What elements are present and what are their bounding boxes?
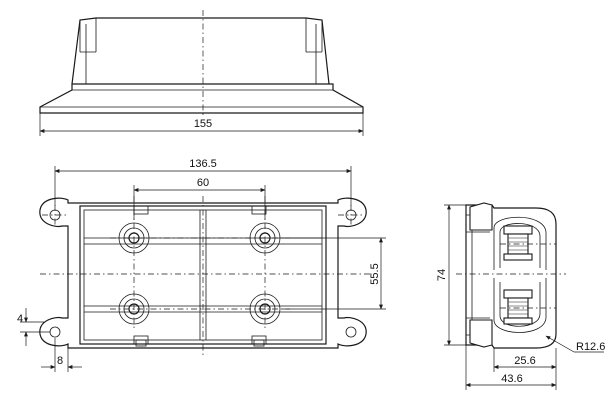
dim-side-depth-inner: 25.6 <box>514 355 535 367</box>
screw-lower <box>503 289 533 325</box>
dim-mount-hole-offset-v: 4 <box>17 313 23 325</box>
dim-mount-hole-spacing: 136.5 <box>189 158 217 170</box>
top-elevation-view: 155 <box>39 10 364 136</box>
dim-terminal-spacing-h: 60 <box>197 177 209 189</box>
screw-upper <box>503 225 533 261</box>
dim-terminal-spacing-v: 55.5 <box>369 263 381 284</box>
dim-corner-radius: R12.6 <box>576 341 605 353</box>
dim-side-depth-total: 43.6 <box>501 373 522 385</box>
plan-view: 136.5 60 55.5 4 8 <box>17 158 386 372</box>
dim-mount-hole-offset-h: 8 <box>57 355 63 367</box>
dim-overall-width: 74 <box>436 269 448 281</box>
dim-overall-length: 155 <box>194 118 212 130</box>
side-view: 74 25.6 43.6 R12.6 <box>436 202 605 390</box>
